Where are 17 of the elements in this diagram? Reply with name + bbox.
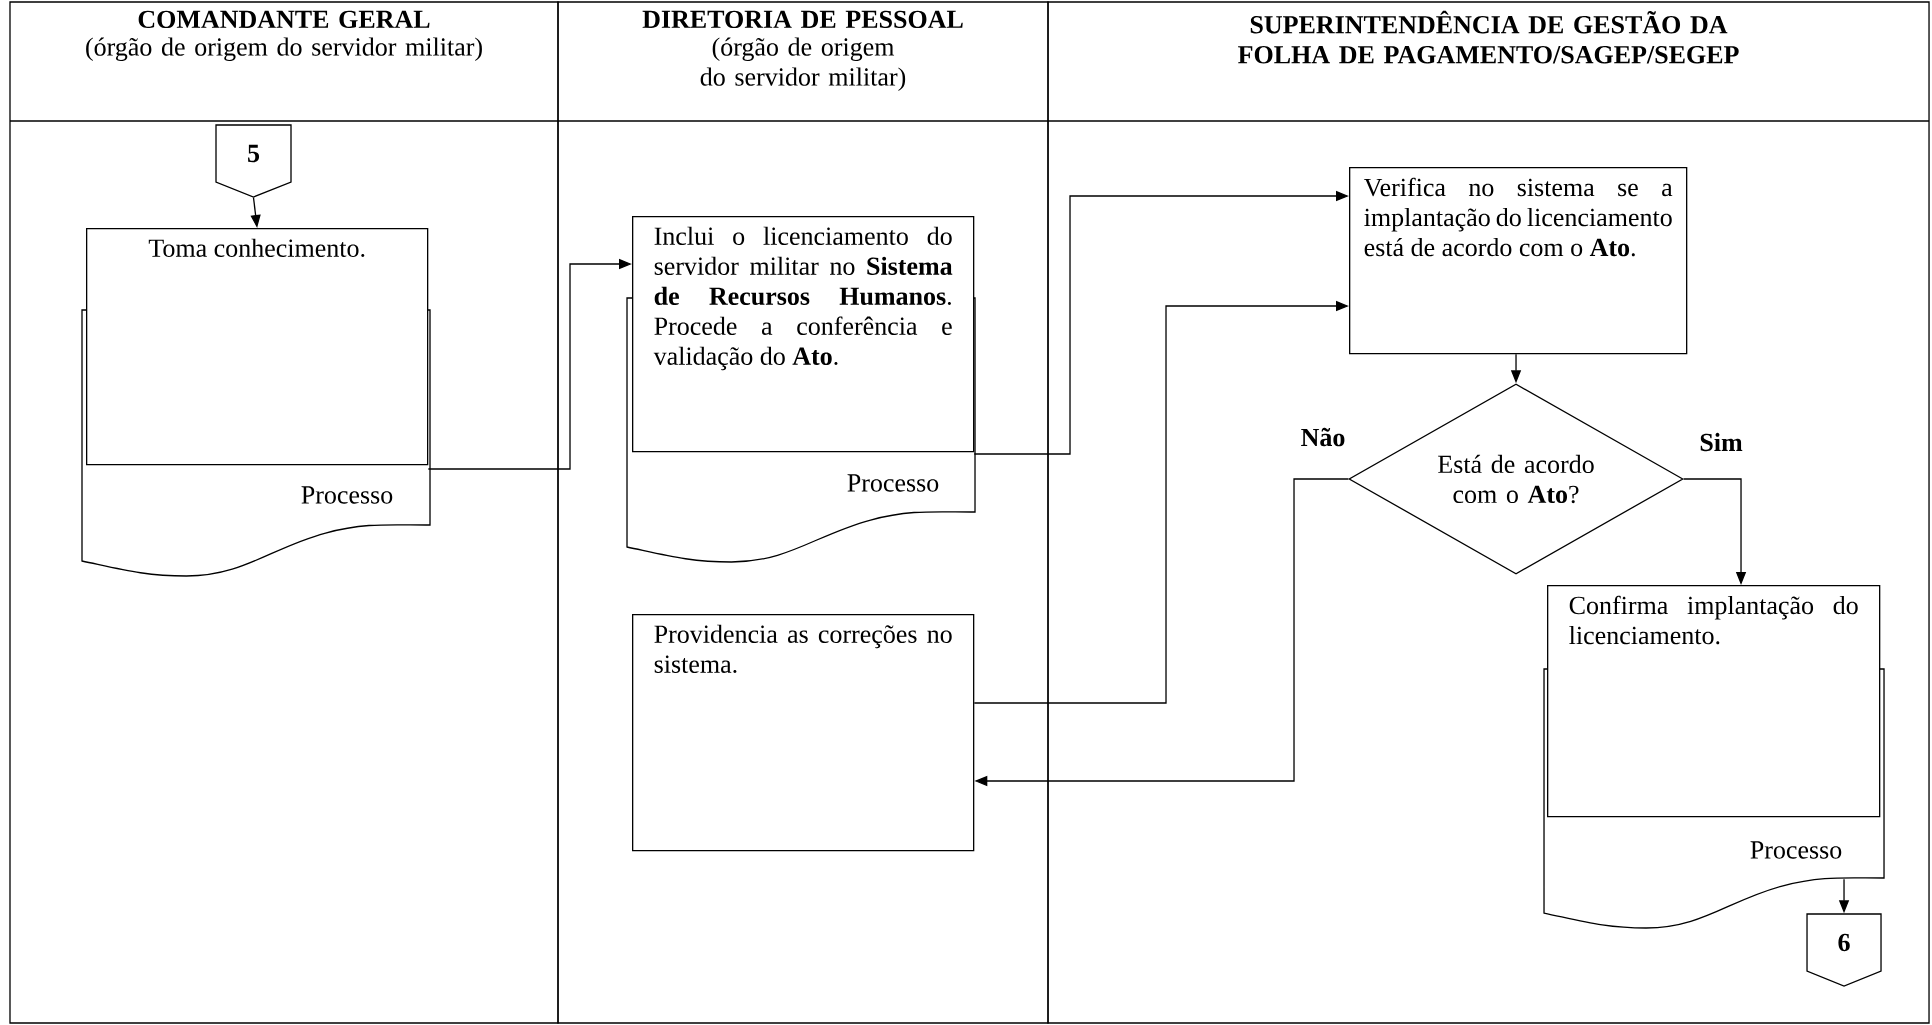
lane-heading: DIRETORIA DE PESSOAL <box>642 10 963 29</box>
document-label: Processo <box>847 474 939 492</box>
process-box: Inclui o licenciamento do servidor militar no Sistema de Recursos Humanos. Procede a conferência e validação do Ato. <box>632 216 975 453</box>
lane-heading: SUPERINTENDÊNCIA DE GESTÃO DA FOLHA DE PAGAMENTO/SAGEP/SEGEP <box>1238 10 1739 64</box>
lane-subheading: (órgão de origem do servidor militar) <box>700 37 906 92</box>
off-page-connector: 5 <box>215 124 292 198</box>
edge-label: Não <box>1298 425 1348 449</box>
document-label: Processo <box>301 486 393 504</box>
process-box: Verifica no sistema se a implantação do licenciamento está de acordo com o Ato. <box>1349 167 1688 355</box>
process-box: Confirma implantação do licenciamento. <box>1547 585 1881 818</box>
process-box: Providencia as correções no sistema. <box>632 614 975 852</box>
lane-heading: COMANDANTE GERAL <box>138 10 430 29</box>
off-page-connector: 6 <box>1806 913 1882 987</box>
document-label: Processo <box>1750 841 1842 859</box>
process-box: Toma conhecimento. <box>86 228 429 466</box>
lane-subheading: (órgão de origem do servidor militar) <box>86 37 482 62</box>
edge-label: Sim <box>1697 430 1745 454</box>
